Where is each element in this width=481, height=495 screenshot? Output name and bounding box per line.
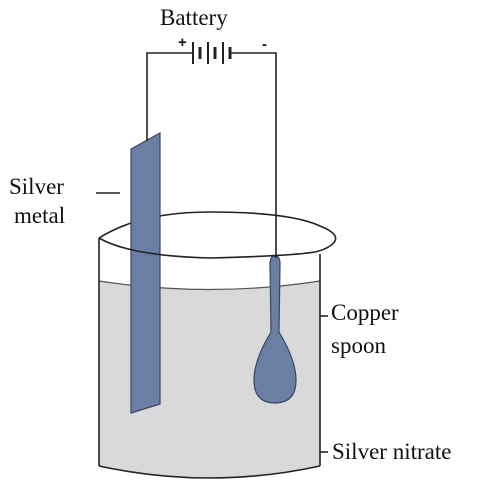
battery-symbol <box>192 42 232 64</box>
battery-positive-sign: + <box>178 34 187 51</box>
wire-negative <box>231 52 277 258</box>
solution-surface <box>98 280 321 291</box>
battery-label: Battery <box>160 5 228 30</box>
silver-metal-label-line1: Silver <box>9 174 64 199</box>
copper-spoon-label-line2: spoon <box>331 333 386 358</box>
copper-spoon-label-line1: Copper <box>331 300 399 325</box>
silver-metal-plate <box>130 131 161 414</box>
beaker-rim-front <box>98 237 331 259</box>
beaker-bottom <box>98 465 321 479</box>
silver-nitrate-label: Silver nitrate <box>332 439 452 464</box>
battery-negative-sign: - <box>262 36 267 53</box>
wire-positive <box>146 52 192 141</box>
silver-metal-label-line2: metal <box>14 203 66 228</box>
